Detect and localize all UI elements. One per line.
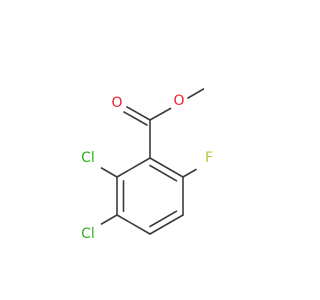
bond-ring-c6-c1-inner xyxy=(149,164,178,182)
bond-carbonyl-double-b xyxy=(123,111,148,126)
atom-label-chlorine-3: Cl xyxy=(81,226,95,242)
molecule-structure: O O Cl Cl F xyxy=(81,88,213,242)
bond-ester-oxygen-methyl xyxy=(187,88,205,99)
molecule-canvas: O O Cl Cl F xyxy=(81,88,213,242)
atom-labels: O O Cl Cl F xyxy=(81,93,213,242)
bond-ring-c3-c4 xyxy=(116,214,151,235)
bonds xyxy=(100,88,205,235)
bond-c3-chlorine xyxy=(100,214,118,225)
bond-ring-c4-c5-inner xyxy=(149,210,178,228)
bond-ring-c1-c2 xyxy=(116,157,151,178)
bond-carbonyl-carbon-ester-oxygen xyxy=(149,107,172,121)
bond-carbonyl-double-a xyxy=(126,106,151,121)
atom-label-fluorine: F xyxy=(205,150,213,166)
atom-label-chlorine-2: Cl xyxy=(81,150,95,166)
bond-c6-fluorine xyxy=(182,168,197,178)
bond-ring-c6-c1 xyxy=(149,157,184,178)
bond-ring-c4-c5 xyxy=(149,214,184,235)
atom-label-ester-oxygen: O xyxy=(173,93,184,109)
bond-c2-chlorine xyxy=(100,167,118,178)
atom-label-carbonyl-oxygen: O xyxy=(111,95,122,111)
